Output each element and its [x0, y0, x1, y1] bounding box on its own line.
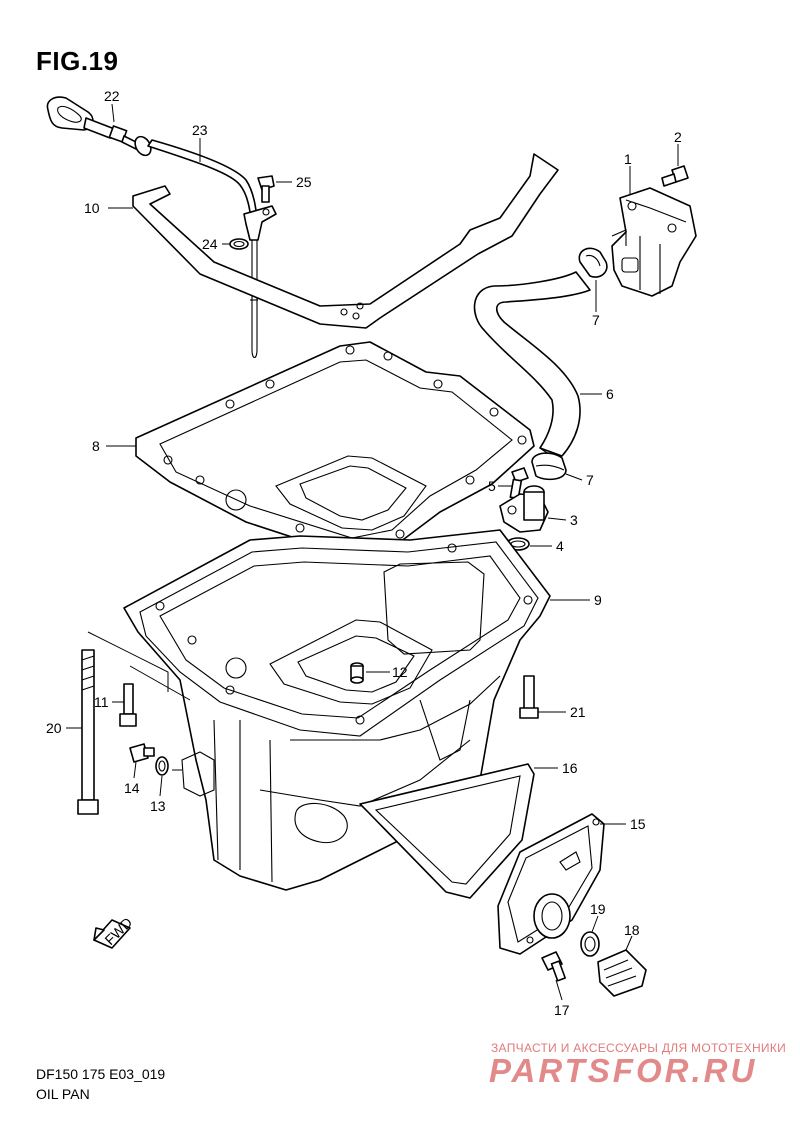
- callout-16: 16: [562, 760, 578, 776]
- callout-18: 18: [624, 922, 640, 938]
- callout-9: 9: [594, 592, 602, 608]
- callout-6: 6: [606, 386, 614, 402]
- callout-2: 2: [674, 129, 682, 145]
- bolt-part-20[interactable]: [77, 649, 99, 815]
- forward-direction-arrow: FWD: [93, 914, 135, 949]
- bolt-part-11[interactable]: [119, 683, 137, 727]
- callout-25: 25: [296, 174, 312, 190]
- screw-part-14[interactable]: [129, 743, 155, 763]
- bracket-part-10[interactable]: [132, 153, 559, 329]
- callout-10: 10: [84, 200, 100, 216]
- bolt-part-2[interactable]: [661, 165, 689, 187]
- fwd-arrow-label: FWD: [101, 914, 135, 948]
- callout-23: 23: [192, 122, 208, 138]
- callout-3: 3: [570, 512, 578, 528]
- callout-17: 17: [554, 1002, 570, 1018]
- callout-14: 14: [124, 780, 140, 796]
- drain-gasket-part-19[interactable]: [580, 931, 600, 957]
- callout-7-lower: 7: [586, 472, 594, 488]
- callout-7-upper: 7: [592, 312, 600, 328]
- hose-fitting-part-3[interactable]: [499, 485, 549, 533]
- watermark-tagline: ЗАПЧАСТИ И АКСЕССУАРЫ ДЛЯ МОТОТЕХНИКИ: [491, 1041, 787, 1055]
- figure-title: FIG.19: [36, 46, 119, 76]
- callout-11: 11: [94, 694, 109, 710]
- callout-12: 12: [392, 664, 408, 680]
- dipstick-guide-part-23[interactable]: [132, 134, 277, 359]
- callout-leader-lines: [66, 103, 679, 1001]
- housing-part-1[interactable]: [611, 187, 697, 297]
- cover-plate-part-15[interactable]: [497, 813, 605, 955]
- callout-15: 15: [630, 816, 646, 832]
- gasket-part-8[interactable]: [135, 341, 535, 557]
- callout-22: 22: [104, 88, 120, 104]
- callout-19: 19: [590, 901, 606, 917]
- callout-8: 8: [92, 438, 100, 454]
- callout-5: 5: [488, 478, 496, 494]
- section-name-caption: OIL PAN: [36, 1086, 90, 1102]
- callout-4: 4: [556, 538, 564, 554]
- callout-13: 13: [150, 798, 166, 814]
- hose-clamp-part-7-upper[interactable]: [578, 247, 608, 278]
- model-code-caption: DF150 175 E03_019: [36, 1066, 166, 1082]
- washer-part-13[interactable]: [155, 756, 169, 776]
- callout-labels: 1 2 3 4 5 6 7 7 8 9 10 11 12 13 14 15 16…: [46, 88, 682, 1018]
- callout-24: 24: [202, 236, 218, 252]
- callout-20: 20: [46, 720, 62, 736]
- dowel-pin-part-12[interactable]: [350, 662, 364, 684]
- callout-21: 21: [570, 704, 586, 720]
- cover-gasket-part-16[interactable]: [359, 763, 535, 899]
- dipstick-part-22[interactable]: [46, 96, 145, 153]
- bolt-part-25[interactable]: [257, 175, 275, 203]
- bolt-part-17[interactable]: [541, 951, 566, 982]
- bolt-part-21[interactable]: [519, 675, 539, 719]
- o-ring-part-24[interactable]: [229, 238, 249, 250]
- watermark-logo: PARTSFOR.RU: [489, 1052, 758, 1089]
- drain-plug-part-18[interactable]: [597, 949, 647, 997]
- bolt-part-5[interactable]: [509, 467, 529, 500]
- hose-clamp-part-7-lower[interactable]: [531, 452, 567, 481]
- callout-1: 1: [624, 151, 632, 167]
